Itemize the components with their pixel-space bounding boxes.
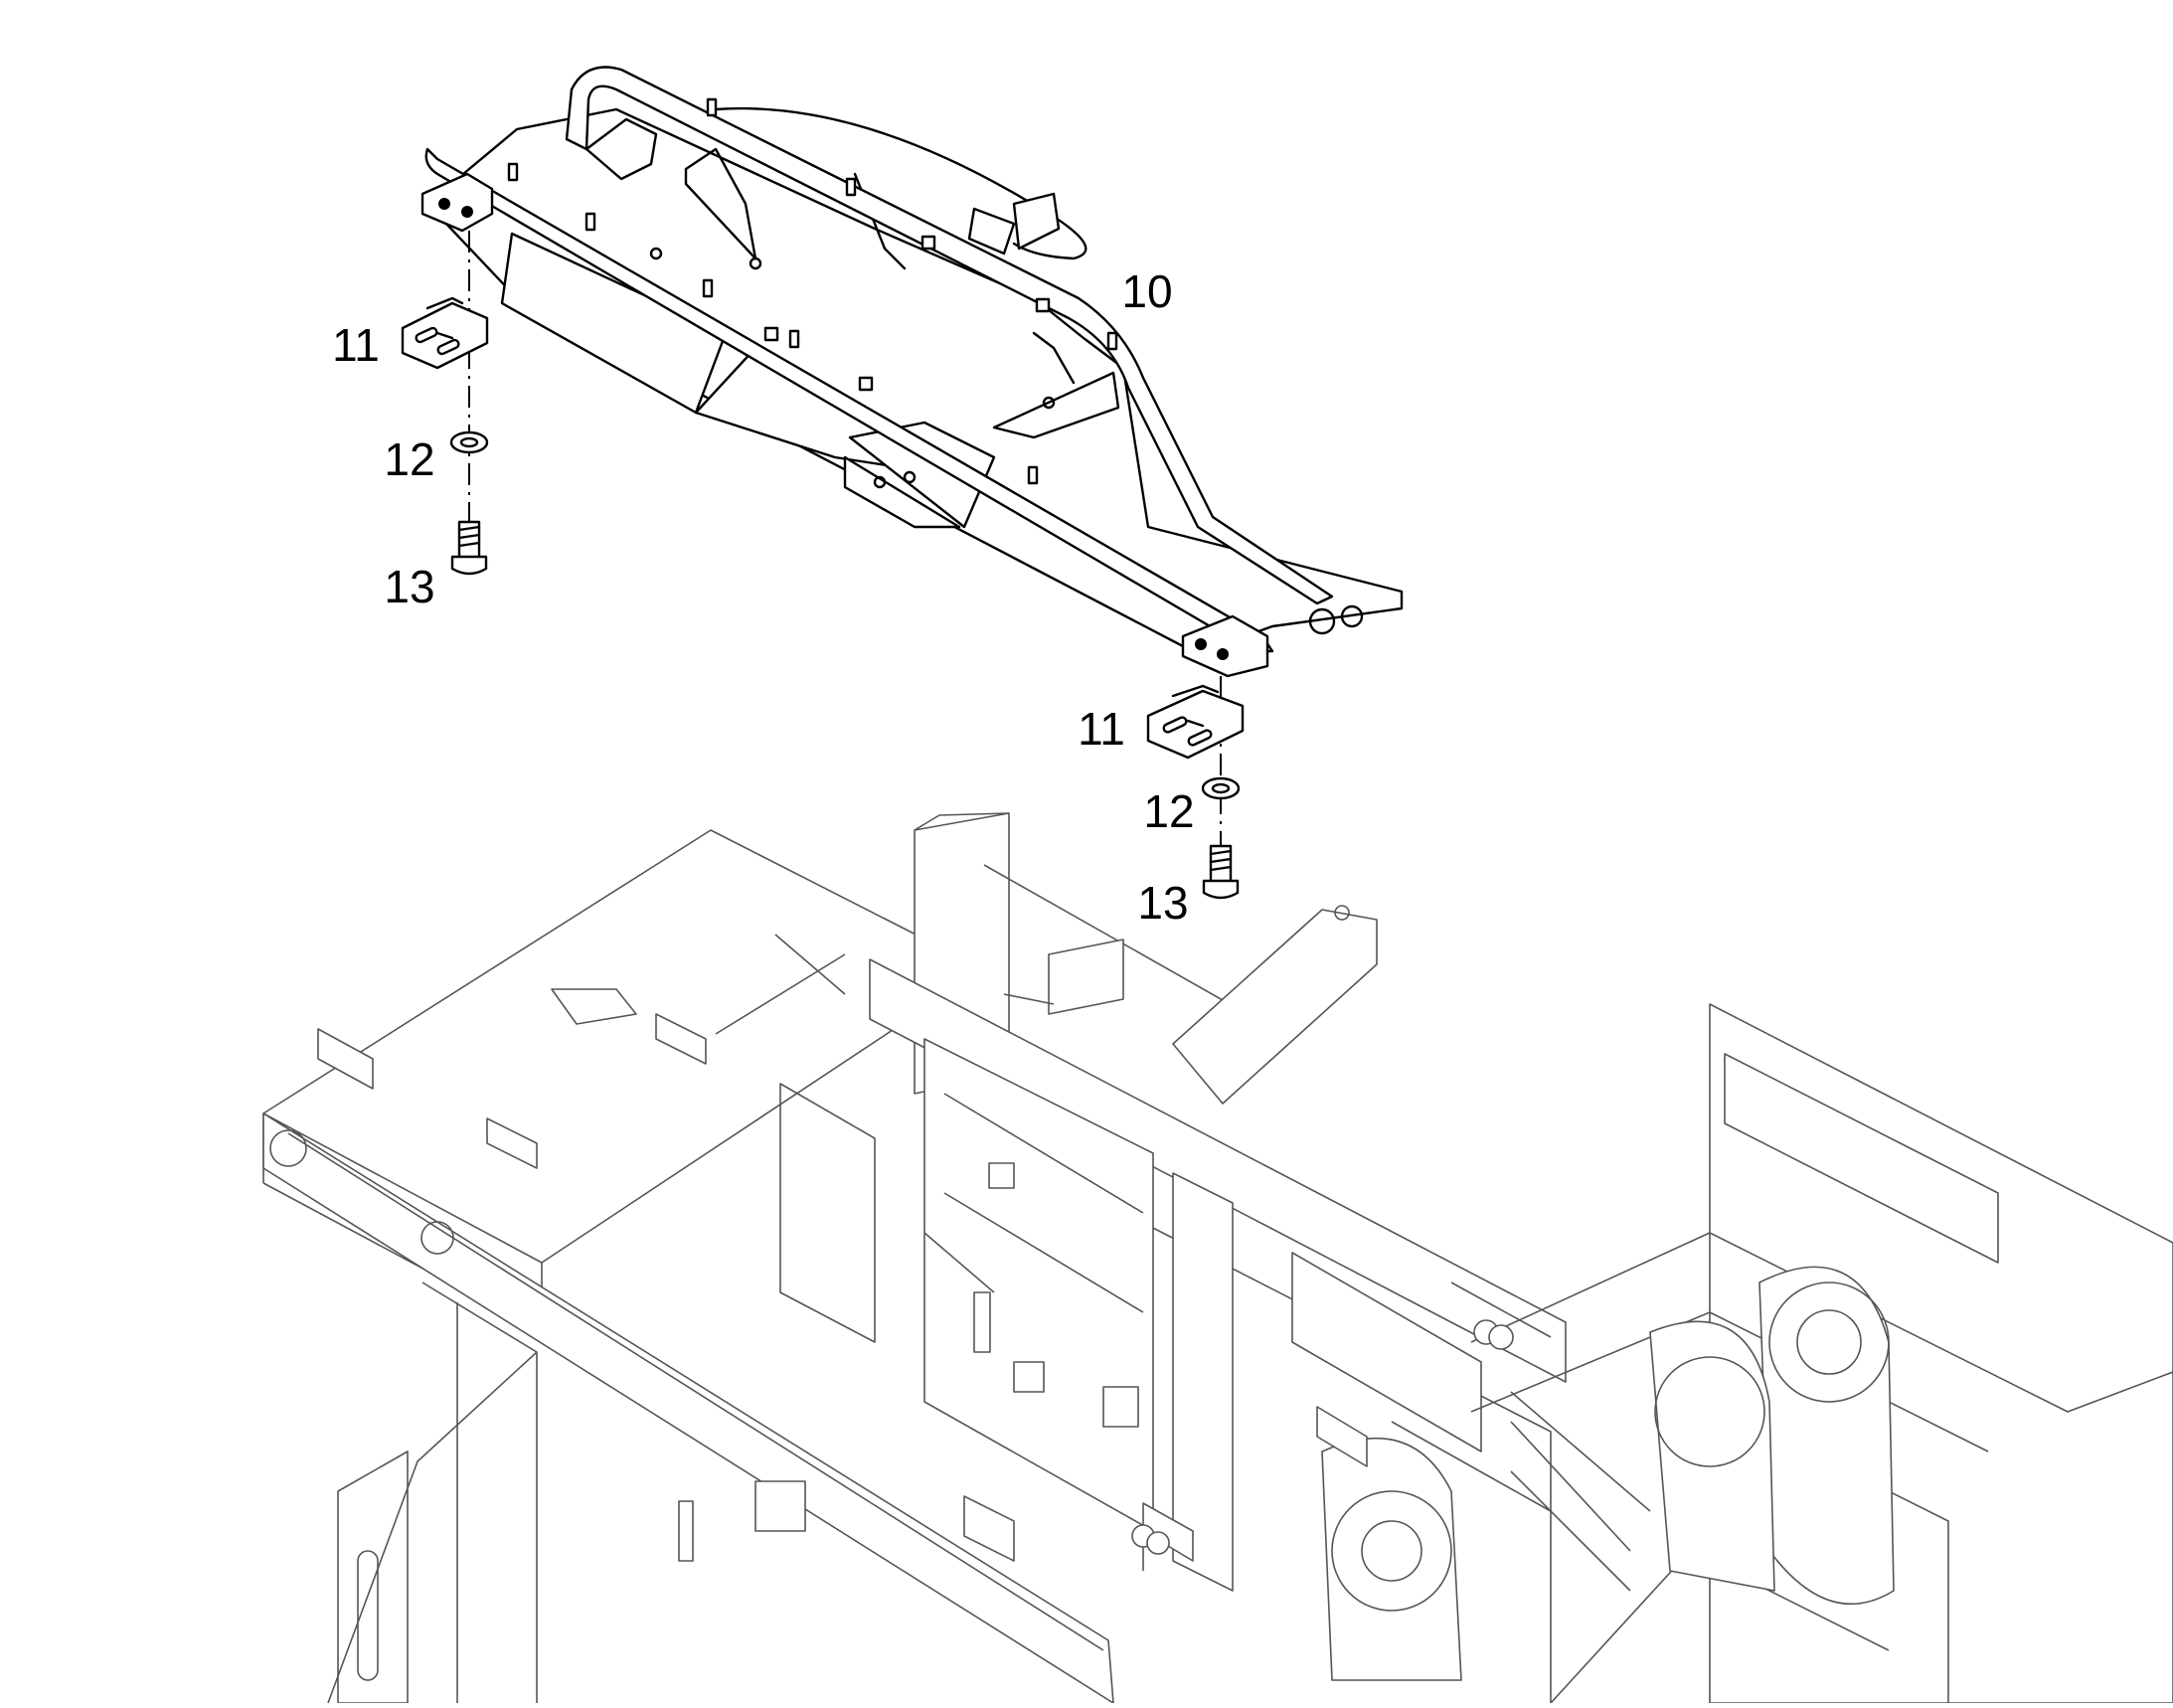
callout-13-bolt-right: 13: [1137, 877, 1189, 929]
handrail-left-foot: [420, 172, 494, 233]
part-11-clamp-left: [401, 296, 489, 370]
left-fastener-stack: [401, 231, 489, 576]
right-fastener-stack: [1146, 676, 1245, 900]
handrail-base-plate: [425, 107, 1404, 653]
callout-12-washer-left: 12: [384, 433, 435, 485]
frame-upper-arm: [1172, 909, 1378, 1105]
tube-studs: [507, 97, 1118, 485]
callout-11-clamp-right: 11: [1078, 703, 1125, 755]
frame-left-post: [337, 1451, 409, 1704]
part-11-clamp-right: [1146, 684, 1245, 760]
part-12-washer-left: [449, 430, 489, 454]
handrail-right-foot: [1181, 614, 1269, 678]
handrail-rear-tube: [565, 66, 1334, 605]
callout-10-handrail: 10: [1121, 265, 1173, 317]
part-13-bolt-right: [1202, 844, 1240, 900]
machine-frame: [262, 812, 2173, 1704]
part-12-washer-right: [1201, 776, 1241, 800]
frame-rear-beam: [869, 958, 1567, 1383]
part-13-bolt-left: [450, 520, 488, 576]
part-10-handrail-assembly: [420, 66, 1404, 678]
callout-12-washer-right: 12: [1143, 785, 1195, 837]
boom-foot-lugs: [1321, 1266, 1895, 1681]
callout-11-clamp-left: 11: [332, 319, 380, 371]
callout-13-bolt-left: 13: [384, 561, 435, 612]
